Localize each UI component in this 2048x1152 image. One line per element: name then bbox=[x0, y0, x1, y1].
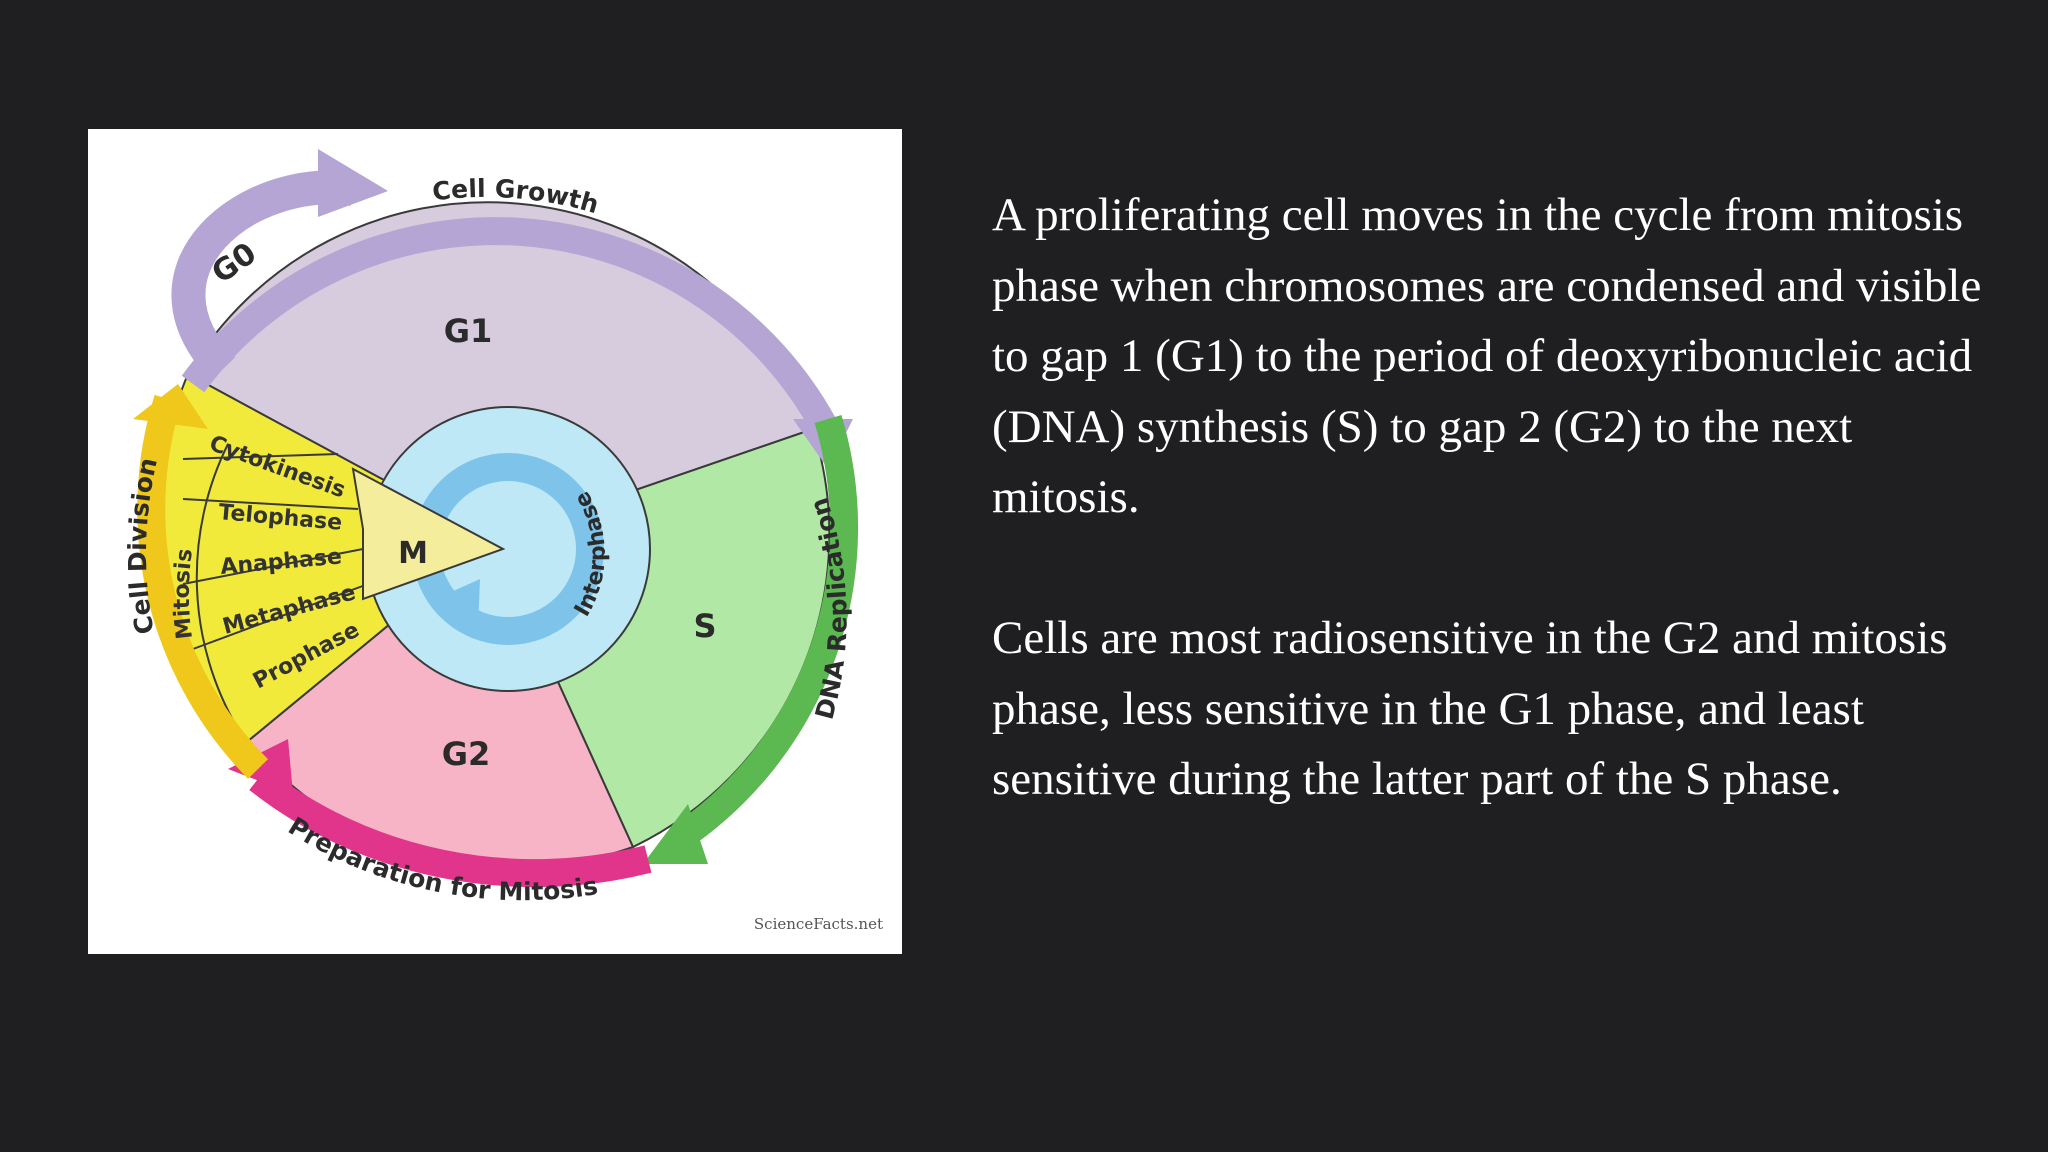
preparation-arrow bbox=[249, 768, 652, 888]
interphase-arrow-icon bbox=[440, 579, 480, 629]
cell-division-arrow bbox=[137, 394, 268, 779]
paragraph-2: Cells are most radiosensitive in the G2 … bbox=[992, 612, 1948, 805]
cell-division-arrowhead-icon bbox=[133, 384, 208, 429]
dna-replication-arrow bbox=[670, 414, 859, 851]
watermark: ScienceFacts.net bbox=[754, 915, 883, 933]
g0-arrowhead-icon bbox=[318, 149, 388, 217]
g2-label: G2 bbox=[442, 735, 491, 773]
m-label: M bbox=[398, 536, 428, 571]
s-label: S bbox=[693, 607, 716, 645]
g1-label: G1 bbox=[444, 312, 493, 350]
dna-arrowhead-icon bbox=[643, 804, 708, 864]
paragraph-1: A proliferating cell moves in the cycle … bbox=[992, 189, 1982, 523]
mitosis-side-label: Mitosis bbox=[170, 547, 198, 640]
text-block: A proliferating cell moves in the cycle … bbox=[992, 180, 1992, 815]
g0-loop bbox=[171, 170, 356, 381]
cell-cycle-figure: G1 S G2 M G0 Interphase Cell Growth DNA … bbox=[88, 129, 902, 954]
cell-growth-arrow bbox=[181, 217, 836, 431]
m-core bbox=[351, 467, 506, 601]
cell-cycle-diagram: G1 S G2 M G0 Interphase Cell Growth DNA … bbox=[123, 149, 883, 933]
